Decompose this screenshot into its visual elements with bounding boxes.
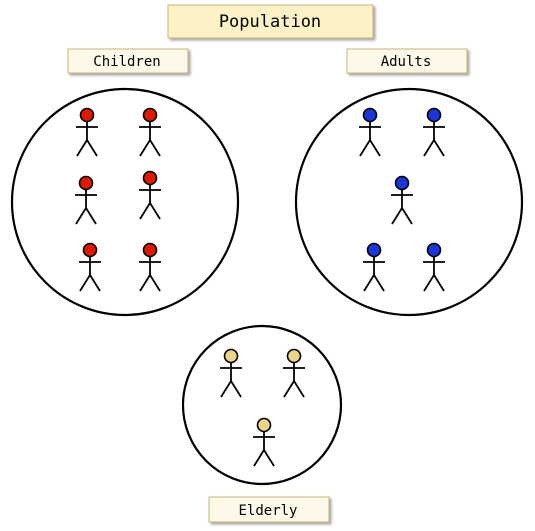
group-adults: Adults — [294, 48, 524, 317]
group-label-children: Children — [93, 54, 160, 70]
group-children: Children — [10, 48, 240, 317]
person-icon — [79, 242, 101, 292]
person-icon — [423, 242, 445, 292]
figures-adults — [359, 107, 445, 292]
person-icon — [139, 242, 161, 292]
person-icon — [423, 107, 445, 157]
person-icon — [76, 107, 98, 157]
diagram-title: Population — [219, 12, 321, 32]
person-icon — [139, 107, 161, 157]
group-elderly: Elderly — [181, 324, 343, 523]
person-icon — [363, 242, 385, 292]
person-icon — [391, 175, 413, 225]
person-icon — [253, 417, 275, 467]
group-circle-children — [10, 87, 240, 317]
person-icon — [283, 348, 305, 398]
person-icon — [220, 348, 242, 398]
figures-elderly — [220, 348, 305, 467]
person-icon — [139, 170, 161, 220]
group-label-adults: Adults — [381, 54, 432, 70]
group-circle-elderly — [181, 324, 343, 486]
person-icon — [359, 107, 381, 157]
group-circle-adults — [294, 87, 524, 317]
figures-children — [75, 107, 161, 292]
group-label-elderly: Elderly — [238, 503, 297, 519]
person-icon — [75, 175, 97, 225]
title-box: Population — [167, 4, 374, 39]
